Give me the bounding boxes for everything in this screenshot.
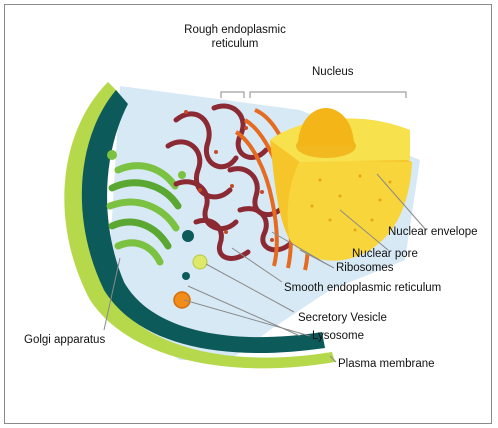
label-plasma-membrane: Plasma membrane [338, 358, 435, 371]
label-ribosomes: Ribosomes [336, 262, 394, 275]
smooth-er-vesicle [182, 230, 194, 242]
label-lysosome: Lysosome [312, 330, 364, 343]
label-rough-er-line2: reticulum [160, 38, 310, 51]
label-golgi-apparatus: Golgi apparatus [24, 334, 105, 347]
golgi-vesicle [178, 171, 186, 179]
label-nucleus: Nucleus [312, 66, 354, 79]
label-smooth-er: Smooth endoplasmic reticulum [284, 282, 441, 295]
label-nuclear-pore: Nuclear pore [352, 248, 418, 261]
vesicle [182, 272, 190, 280]
label-rough-er-line1: Rough endoplasmic [160, 24, 310, 37]
label-secretory-vesicle: Secretory Vesicle [298, 312, 387, 325]
golgi-vesicle [107, 150, 117, 160]
label-nuclear-envelope: Nuclear envelope [388, 226, 478, 239]
lysosome [174, 292, 190, 308]
secretory-vesicle [193, 255, 207, 269]
